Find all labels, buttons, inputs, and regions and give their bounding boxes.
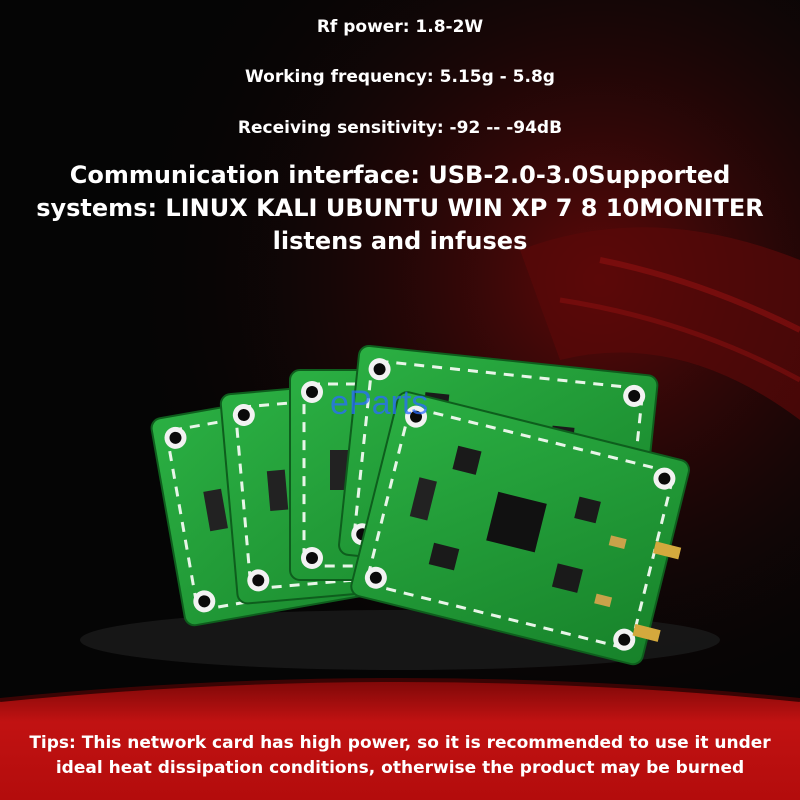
spec-working-frequency: Working frequency: 5.15g - 5.8g — [245, 67, 555, 87]
brand-watermark: eParts — [330, 384, 429, 422]
spec-receiving-sensitivity: Receiving sensitivity: -92 -- -94dB — [237, 118, 563, 138]
heat-dissipation-tip: Tips: This network card has high power, … — [29, 733, 771, 778]
spec-rf-power: Rf power: 1.8-2W — [316, 17, 484, 37]
communication-interface-headline: Communication interface: USB-2.0-3.0Supp… — [36, 161, 764, 255]
